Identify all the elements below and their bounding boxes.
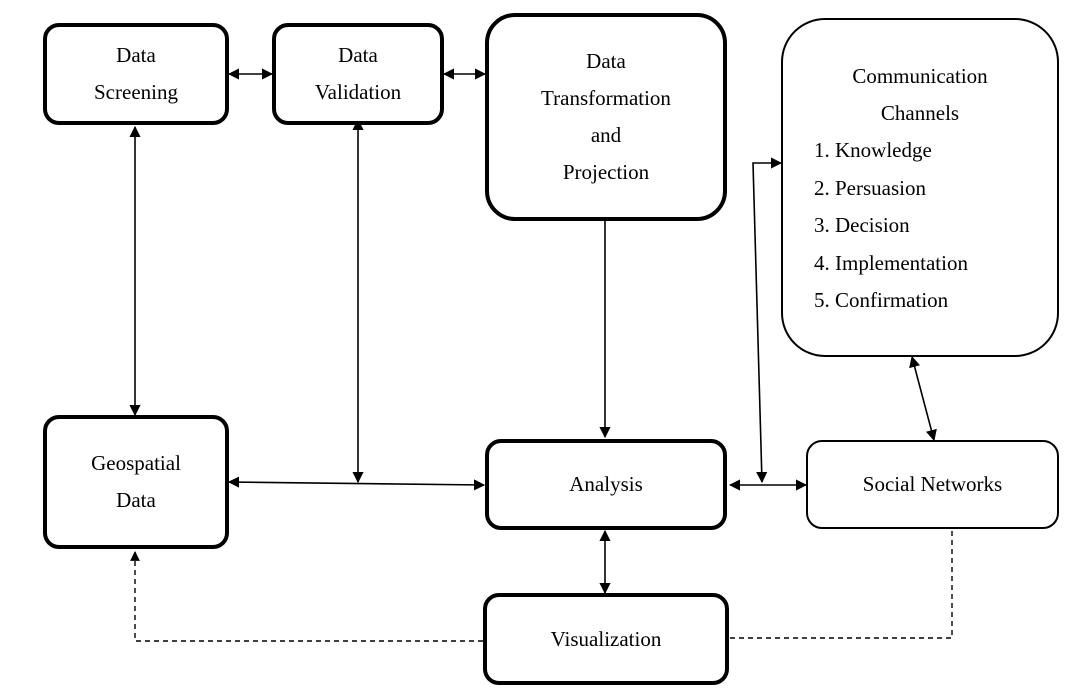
- analysis-label: Analysis: [569, 472, 643, 496]
- data-validation-line2: Validation: [314, 80, 402, 104]
- dashed-visualization-social: [730, 529, 953, 639]
- channel-item-decision: 3. Decision: [814, 213, 910, 237]
- data-validation-line1: Data: [338, 43, 378, 67]
- data-screening-line2: Screening: [94, 80, 178, 104]
- data-transformation-line4: Projection: [562, 160, 650, 184]
- arrow-channels-social: [909, 355, 937, 442]
- analysis-box: Analysis: [485, 439, 727, 530]
- data-transformation-line1: Data: [586, 49, 626, 73]
- communication-channels-line1: Communication: [852, 64, 988, 88]
- communication-channels-box: Communication Channels 1. Knowledge 2. P…: [781, 18, 1059, 357]
- channel-item-knowledge: 1. Knowledge: [814, 138, 932, 162]
- arrow-analysis-channels: [752, 157, 783, 484]
- visualization-label: Visualization: [550, 626, 662, 651]
- channel-item-implementation: 4. Implementation: [814, 250, 968, 275]
- data-transformation-box: Data Transformation and Projection: [485, 13, 727, 221]
- social-networks-box: Social Networks: [806, 440, 1059, 529]
- data-transformation-line3: and: [590, 123, 622, 147]
- communication-channels-line2: Channels: [880, 101, 960, 125]
- data-screening-box: Data Screening: [43, 23, 229, 125]
- dashed-visualization-geospatial: [130, 551, 483, 642]
- channel-item-confirmation: 5. Confirmation: [814, 288, 949, 312]
- visualization-box: Visualization: [483, 593, 729, 685]
- channel-item-persuasion: 2. Persuasion: [814, 175, 926, 200]
- data-screening-line1: Data: [116, 43, 156, 67]
- geospatial-data-line2: Data: [116, 488, 156, 512]
- geospatial-data-box: Geospatial Data: [43, 415, 229, 549]
- social-networks-label: Social Networks: [862, 472, 1003, 496]
- arrow-geospatial-analysis: [227, 476, 486, 491]
- data-validation-box: Data Validation: [272, 23, 444, 125]
- data-transformation-line2: Transformation: [541, 86, 671, 110]
- channel-list: 1. Knowledge 2. Persuasion 3. Decision 4…: [814, 132, 968, 320]
- geospatial-data-line1: Geospatial: [91, 451, 181, 475]
